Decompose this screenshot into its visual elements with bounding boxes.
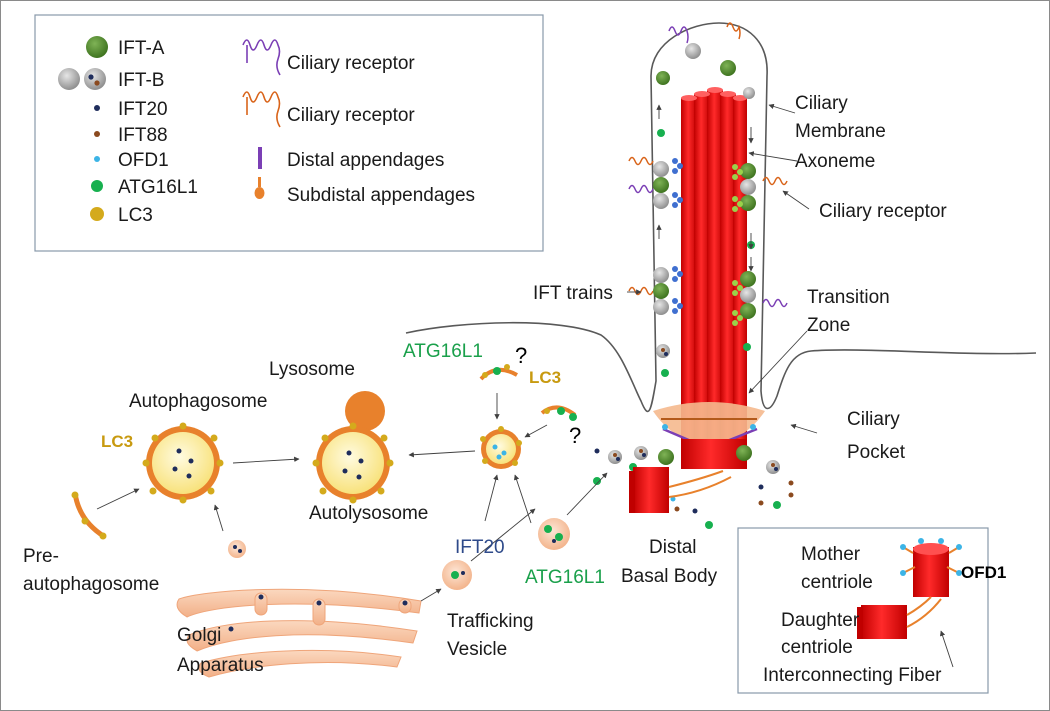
golgi-cargo <box>228 594 408 632</box>
legend-atg16l1: ATG16L1 <box>118 177 198 198</box>
label-ciliary-receptor: Ciliary receptor <box>819 201 947 222</box>
early-autophagosome <box>480 426 522 469</box>
label-lc3-top: LC3 <box>529 368 561 387</box>
label-ciliary-pocket-2: Pocket <box>847 442 906 463</box>
subdistal-appendage-icon <box>254 177 265 199</box>
label-trafficking-2: Vesicle <box>447 639 507 660</box>
legend-ift-b: IFT-B <box>118 70 164 91</box>
label-atg16l1-top: ATG16L1 <box>403 341 483 362</box>
question-mark-1: ? <box>515 343 527 368</box>
vesicles <box>228 518 570 590</box>
label-autophagosome: Autophagosome <box>129 391 267 412</box>
label-pre-autophagosome-2: autophagosome <box>23 574 159 595</box>
label-mother-1: Mother <box>801 544 861 565</box>
receptor-orange-icon <box>242 91 281 128</box>
label-daughter-2: centriole <box>781 637 853 658</box>
lc3-dot-icon <box>90 207 104 221</box>
legend-ift-a: IFT-A <box>118 38 165 59</box>
transition-zone <box>653 402 765 447</box>
centriole-inset: Mother centriole OFD1 Daughter centriole… <box>737 527 1006 694</box>
pathway-arrows <box>96 103 818 602</box>
label-autolysosome: Autolysosome <box>309 503 428 524</box>
autolysosome <box>312 422 394 504</box>
cilium-receptors <box>628 22 788 308</box>
label-ciliary-membrane-1: Ciliary <box>795 93 848 114</box>
label-atg16l1-bottom: ATG16L1 <box>525 567 605 588</box>
legend-lc3: LC3 <box>118 205 153 226</box>
label-ciliary-pocket-1: Ciliary <box>847 409 900 430</box>
legend-receptor-1: Ciliary receptor <box>287 53 415 74</box>
label-ift-trains: IFT trains <box>533 283 613 304</box>
ift-a-icon <box>86 36 108 58</box>
label-mother-2: centriole <box>801 572 873 593</box>
label-lc3-left: LC3 <box>101 432 133 451</box>
distal-appendage-icon <box>258 147 262 169</box>
legend-ift20: IFT20 <box>118 99 168 120</box>
receptor-purple-icon <box>242 39 281 76</box>
label-basal-body: Basal Body <box>621 566 718 587</box>
label-daughter-1: Daughter <box>781 610 860 631</box>
ift20-dot-icon <box>94 105 100 111</box>
ift-particles <box>653 43 756 377</box>
ift88-dot-icon <box>94 131 100 137</box>
label-trafficking-1: Trafficking <box>447 611 534 632</box>
label-pre-autophagosome-1: Pre- <box>23 546 59 567</box>
autophagosome <box>142 422 224 504</box>
question-mark-2: ? <box>569 423 581 448</box>
label-ift20: IFT20 <box>455 537 505 558</box>
legend-receptor-2: Ciliary receptor <box>287 105 415 126</box>
cell-membrane <box>405 22 1037 413</box>
basal-body <box>593 439 794 529</box>
pre-autophagosome <box>71 491 107 540</box>
golgi-apparatus <box>176 588 422 678</box>
legend-distal-appendages: Distal appendages <box>287 150 444 171</box>
label-transition-zone-1: Transition <box>807 287 890 308</box>
lysosome <box>345 391 385 431</box>
label-ciliary-membrane-2: Membrane <box>795 121 886 142</box>
daughter-centriole <box>857 605 907 639</box>
axoneme <box>681 87 747 468</box>
mother-centriole <box>900 538 962 597</box>
label-lysosome: Lysosome <box>269 359 355 380</box>
label-transition-zone-2: Zone <box>807 315 850 336</box>
phagophore-mid <box>540 405 577 421</box>
ofd1-dot-icon <box>94 156 100 162</box>
label-axoneme: Axoneme <box>795 151 875 172</box>
transport-arrows <box>656 104 754 272</box>
legend-subdistal-appendages: Subdistal appendages <box>287 185 475 206</box>
interconnecting-fiber <box>906 596 942 628</box>
label-golgi-1: Golgi <box>177 625 221 646</box>
legend: IFT-A IFT-B IFT20 IFT88 OFD1 ATG16L1 LC3… <box>34 14 544 252</box>
legend-ift88: IFT88 <box>118 125 168 146</box>
ift-b-icon <box>58 68 106 90</box>
legend-frame <box>34 14 544 252</box>
label-interconnecting-fiber: Interconnecting Fiber <box>763 665 942 686</box>
label-ofd1-inset: OFD1 <box>961 563 1006 582</box>
label-golgi-2: Apparatus <box>177 655 264 676</box>
label-distal: Distal <box>649 537 697 558</box>
atg16l1-dot-icon <box>91 180 103 192</box>
legend-ofd1: OFD1 <box>118 150 169 171</box>
phagophore-top <box>479 364 518 381</box>
